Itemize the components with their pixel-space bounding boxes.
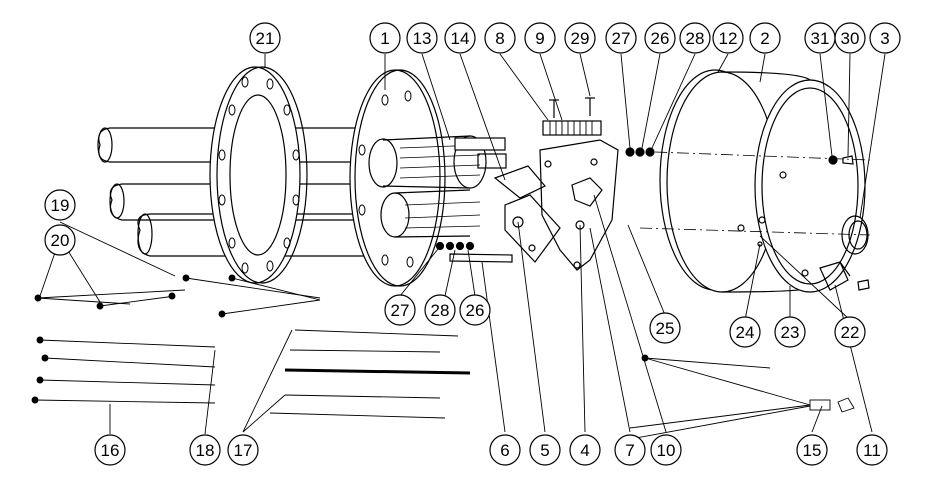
- callout-6: 6: [489, 434, 521, 466]
- svg-text:1: 1: [380, 29, 389, 48]
- terminal-block-9: [542, 97, 602, 136]
- callout-24: 24: [729, 316, 761, 348]
- callout-28-mid: 28: [424, 294, 456, 326]
- svg-text:12: 12: [719, 29, 738, 48]
- thermostat-plate: [539, 139, 619, 271]
- loose-element-15: [624, 354, 855, 441]
- svg-text:30: 30: [841, 29, 860, 48]
- callout-21: 21: [249, 22, 281, 54]
- callout-12: 12: [712, 22, 744, 54]
- flange-21: [209, 66, 308, 284]
- svg-text:6: 6: [500, 441, 509, 460]
- callout-11: 11: [856, 434, 888, 466]
- svg-text:8: 8: [495, 29, 504, 48]
- svg-text:2: 2: [760, 29, 769, 48]
- callout-1: 1: [369, 22, 401, 54]
- washer-set-upper: [625, 147, 655, 157]
- callout-9: 9: [524, 22, 556, 54]
- svg-text:15: 15: [803, 441, 822, 460]
- cover-housing: [659, 69, 866, 293]
- callout-23: 23: [774, 316, 806, 348]
- washer-set-lower: [435, 241, 475, 251]
- svg-text:24: 24: [736, 323, 755, 342]
- svg-text:14: 14: [451, 29, 470, 48]
- svg-text:31: 31: [811, 29, 830, 48]
- svg-text:7: 7: [625, 441, 634, 460]
- callout-20: 20: [44, 224, 76, 256]
- callout-7: 7: [614, 434, 646, 466]
- svg-text:9: 9: [535, 29, 544, 48]
- svg-text:26: 26: [466, 301, 485, 320]
- callout-30: 30: [834, 22, 866, 54]
- callout-10: 10: [650, 434, 682, 466]
- loose-elements-19-20: [34, 274, 321, 318]
- svg-text:20: 20: [51, 231, 70, 250]
- svg-text:17: 17: [234, 441, 253, 460]
- callout-29: 29: [564, 22, 596, 54]
- callout-14: 14: [444, 22, 476, 54]
- svg-text:21: 21: [256, 29, 275, 48]
- callout-27-top: 27: [605, 22, 637, 54]
- svg-text:18: 18: [196, 441, 215, 460]
- callout-28-top: 28: [679, 22, 711, 54]
- bracket-plates: [449, 165, 561, 263]
- svg-text:28: 28: [431, 301, 450, 320]
- callout-13: 13: [406, 22, 438, 54]
- callout-19: 19: [44, 189, 76, 221]
- svg-text:10: 10: [657, 441, 676, 460]
- svg-text:25: 25: [656, 319, 675, 338]
- callout-17: 17: [227, 434, 259, 466]
- cable-gland-11: [819, 261, 870, 291]
- svg-text:19: 19: [51, 196, 70, 215]
- svg-text:23: 23: [781, 323, 800, 342]
- callout-18: 18: [189, 434, 221, 466]
- flange-1: [349, 69, 507, 287]
- svg-text:27: 27: [391, 301, 410, 320]
- callout-3: 3: [869, 22, 901, 54]
- svg-text:4: 4: [580, 441, 589, 460]
- callout-2: 2: [749, 22, 781, 54]
- svg-text:22: 22: [841, 323, 860, 342]
- callout-26-mid: 26: [459, 294, 491, 326]
- svg-text:5: 5: [540, 441, 549, 460]
- callout-31: 31: [804, 22, 836, 54]
- callout-22: 22: [834, 316, 866, 348]
- svg-text:16: 16: [101, 441, 120, 460]
- svg-text:13: 13: [413, 29, 432, 48]
- svg-text:3: 3: [880, 29, 889, 48]
- svg-text:26: 26: [651, 29, 670, 48]
- loose-rods-16-18: [31, 336, 216, 404]
- callout-8: 8: [484, 22, 516, 54]
- callout-5: 5: [529, 434, 561, 466]
- cap-3: [828, 155, 869, 255]
- svg-text:29: 29: [571, 29, 590, 48]
- callout-16: 16: [94, 434, 126, 466]
- callout-15: 15: [796, 434, 828, 466]
- callout-27-mid: 27: [384, 294, 416, 326]
- callout-25: 25: [649, 312, 681, 344]
- loose-rods-17: [269, 329, 471, 419]
- callout-26-top: 26: [644, 22, 676, 54]
- svg-text:28: 28: [686, 29, 705, 48]
- svg-text:11: 11: [863, 441, 881, 460]
- svg-text:27: 27: [612, 29, 631, 48]
- callout-4: 4: [569, 434, 601, 466]
